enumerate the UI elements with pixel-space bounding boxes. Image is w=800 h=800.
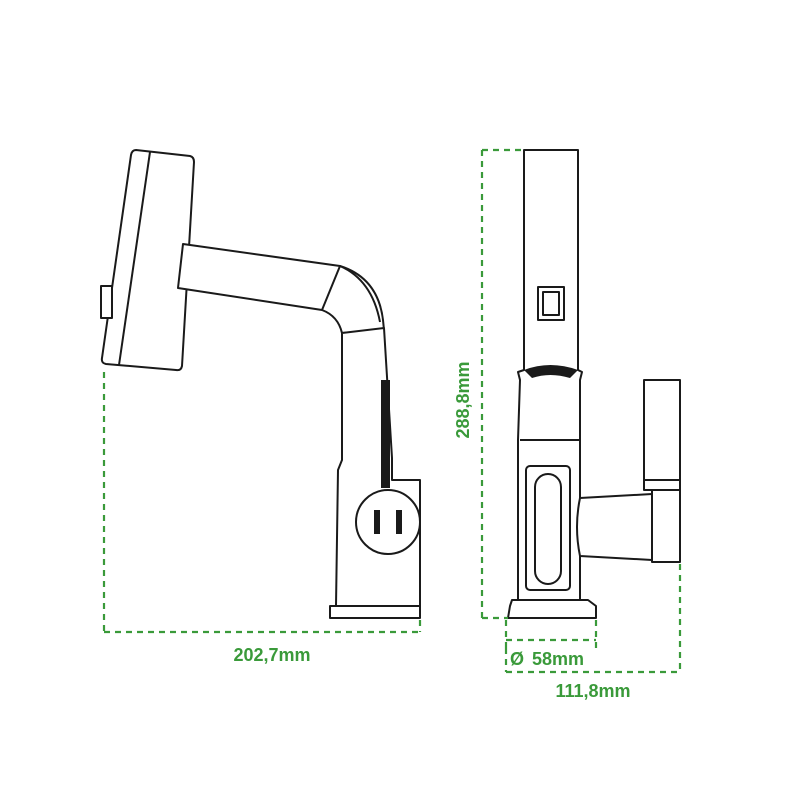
front-button-inner xyxy=(542,291,560,316)
head-button xyxy=(100,285,113,319)
diameter-symbol: Ø xyxy=(510,649,524,669)
dimension-labels: 202,7mm 288,8mm Ø 58mm 111,8mm xyxy=(233,361,630,701)
knob-slot-right xyxy=(396,510,402,534)
front-panel-oval xyxy=(534,473,562,585)
front-panel-frame xyxy=(525,465,571,591)
faucet-side-view xyxy=(100,149,421,619)
spout-head xyxy=(100,149,195,372)
body-column xyxy=(335,327,421,607)
faucet-front-view xyxy=(507,149,681,619)
width-front-label: 111,8mm xyxy=(555,681,630,701)
arm-joint-line xyxy=(321,265,341,311)
front-base xyxy=(507,599,597,619)
elbow-curve xyxy=(339,265,381,323)
spout-arm xyxy=(177,243,385,334)
front-lever-handle xyxy=(643,379,681,491)
lever-handle xyxy=(381,380,390,488)
width-side-label: 202,7mm xyxy=(233,645,310,665)
front-lever-arm xyxy=(576,493,653,561)
height-label: 288,8mm xyxy=(453,361,473,438)
spout-head-face-line xyxy=(118,151,151,366)
base-plate xyxy=(329,605,421,619)
lever-knob xyxy=(355,489,421,555)
dimension-lines xyxy=(102,148,682,674)
front-lever-cap xyxy=(651,489,681,563)
base-diameter-label: 58mm xyxy=(532,649,584,669)
head-gasket xyxy=(524,365,578,378)
knob-slot-left xyxy=(374,510,380,534)
